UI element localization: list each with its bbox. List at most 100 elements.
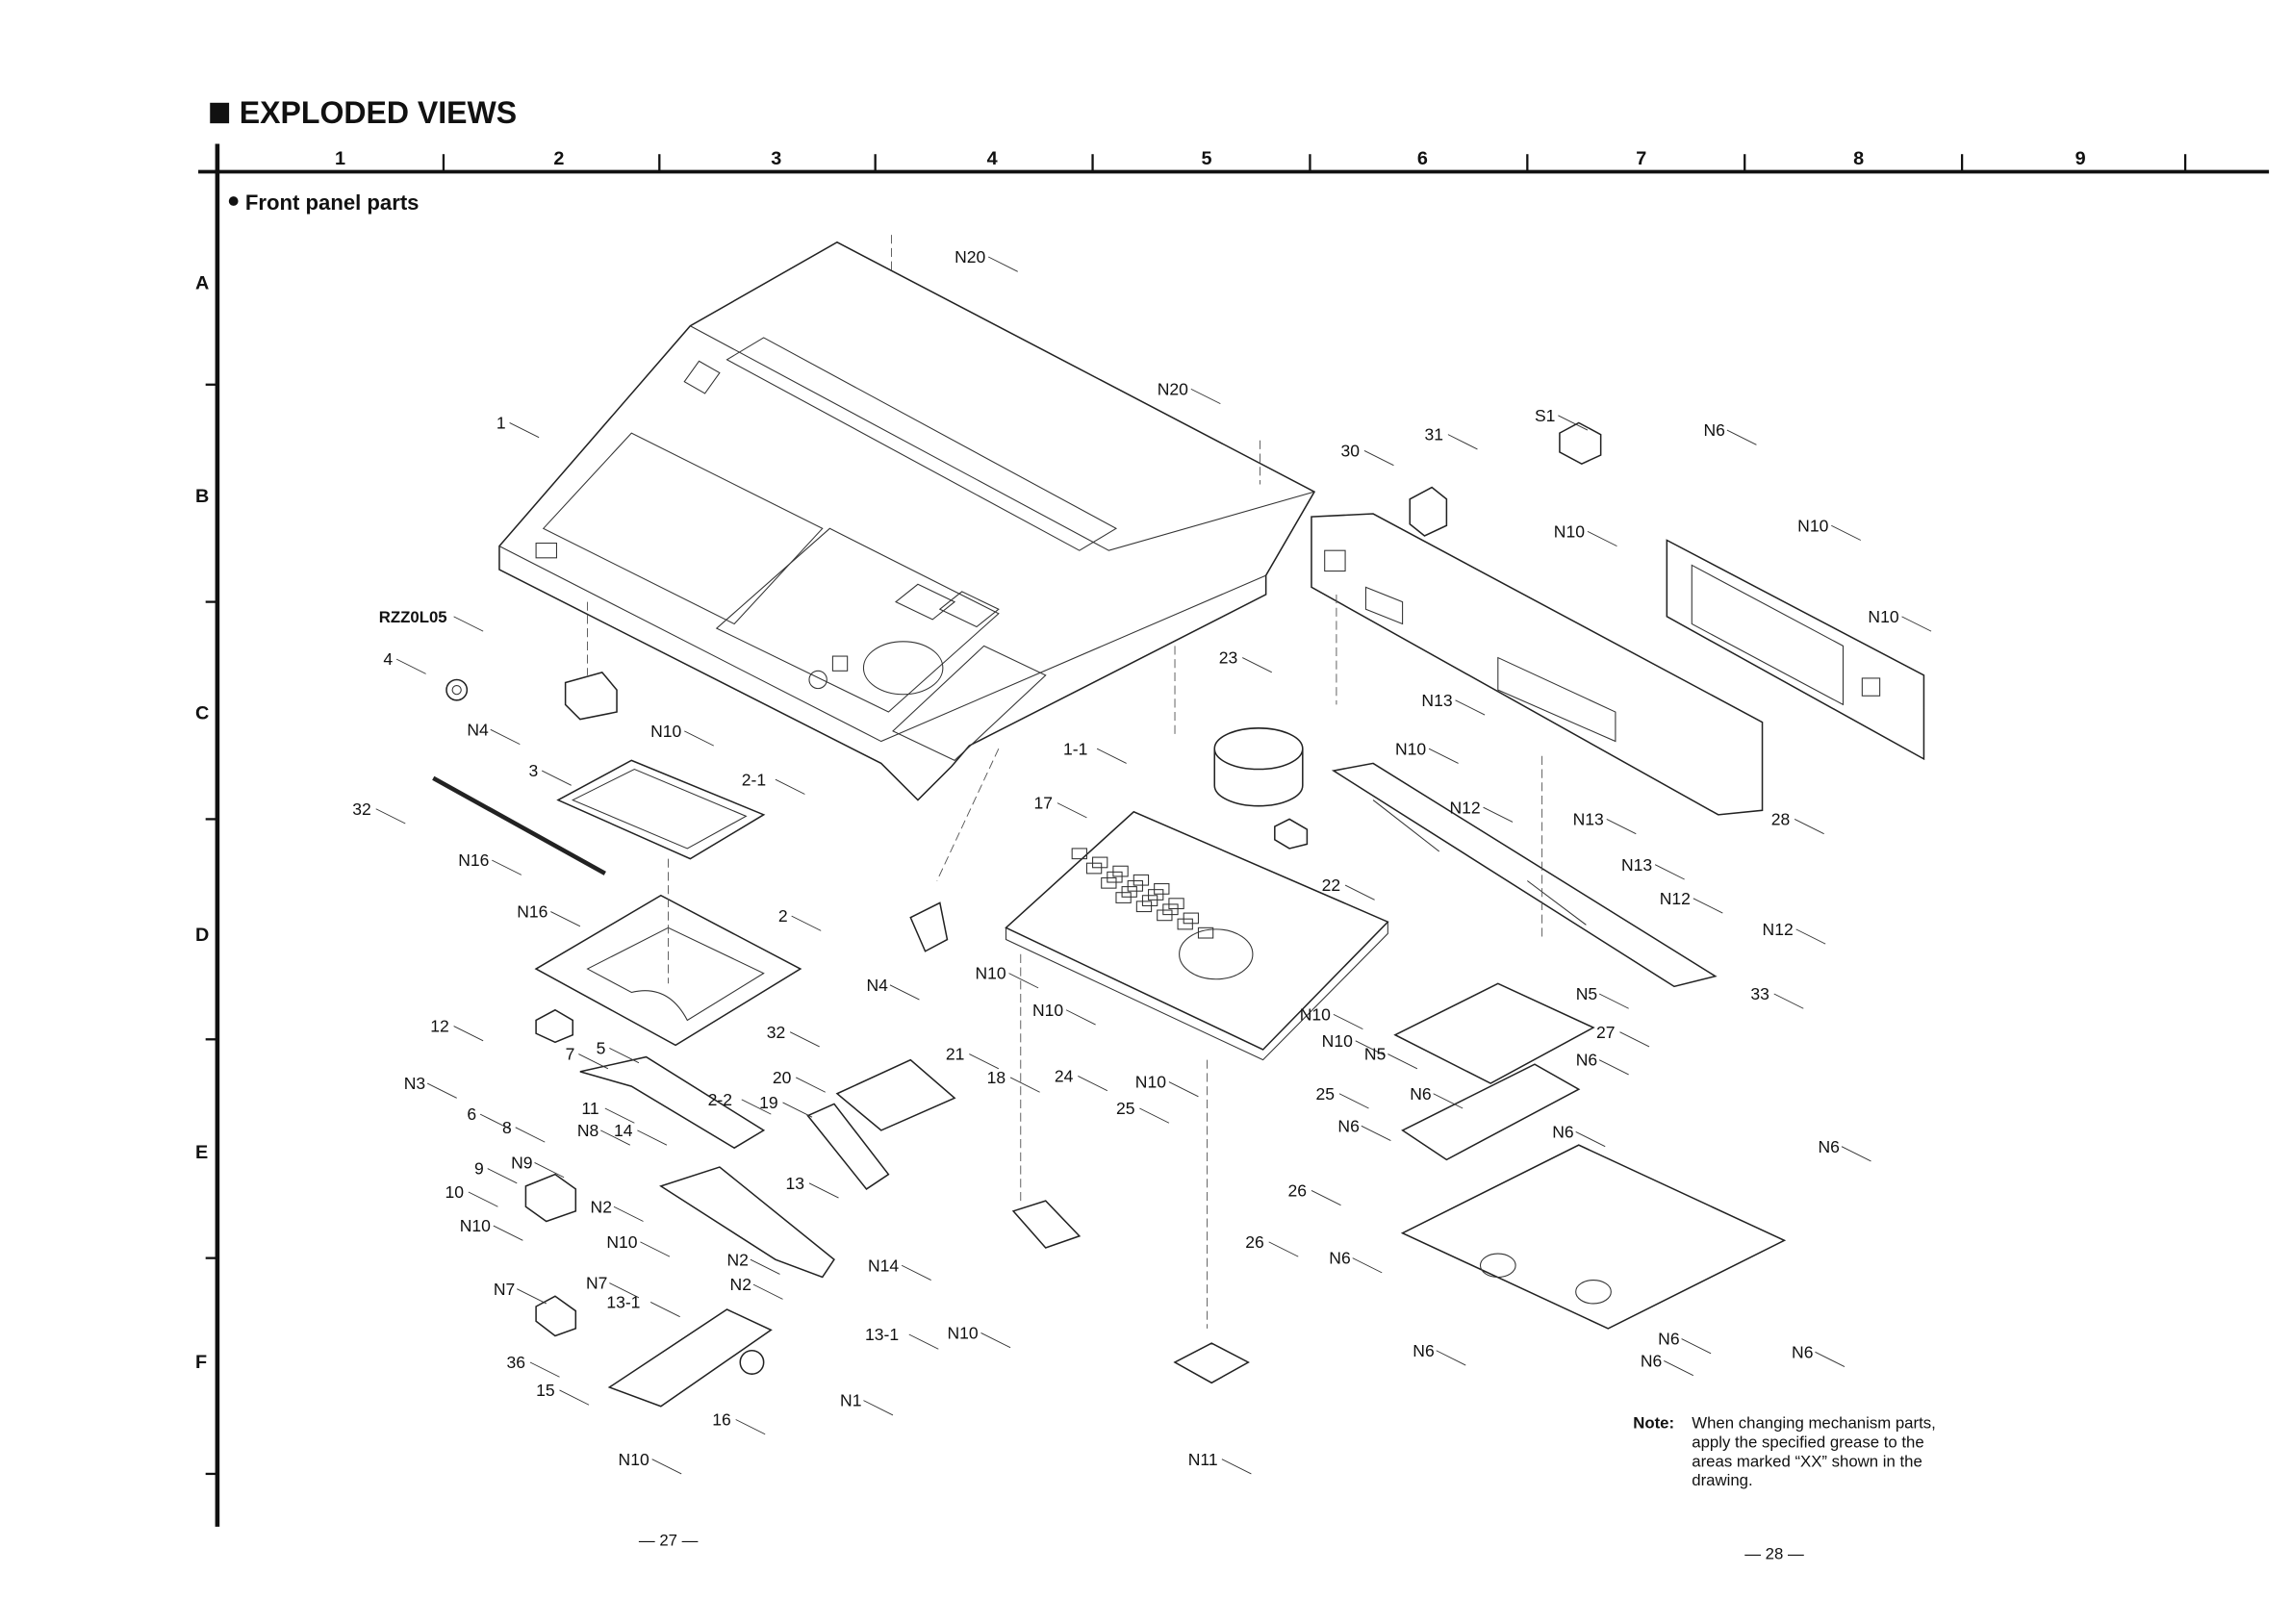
- callout-leader: [1242, 657, 1272, 673]
- callout-leader: [782, 1102, 813, 1118]
- key: [1127, 879, 1143, 892]
- key: [1162, 903, 1179, 916]
- callout-leader: [426, 1082, 457, 1099]
- callout-label: N10: [1135, 1073, 1166, 1092]
- callout-label: 14: [614, 1121, 633, 1140]
- callout-leader: [487, 1168, 518, 1184]
- callout-label: N3: [404, 1074, 425, 1093]
- callout-label: 26: [1245, 1232, 1264, 1252]
- key: [1107, 871, 1123, 883]
- callout-leader: [1355, 1040, 1386, 1056]
- callout-label: N12: [1660, 889, 1691, 908]
- callout-leader: [1831, 524, 1862, 541]
- callout-leader: [1447, 434, 1478, 450]
- top-cover-part-1: [498, 241, 1316, 801]
- callout-label: N10: [606, 1232, 637, 1252]
- key: [1141, 895, 1158, 906]
- callout-label: 32: [767, 1023, 786, 1042]
- callout-leader: [1654, 864, 1685, 880]
- callout-leader: [752, 1283, 783, 1300]
- note-text: When changing mechanism parts,apply the …: [1692, 1414, 1936, 1490]
- callout-leader: [604, 1107, 635, 1124]
- key: [1135, 901, 1153, 913]
- callout-leader: [1558, 415, 1589, 431]
- callout-label: 30: [1340, 442, 1360, 461]
- callout-label: 13-1: [865, 1325, 899, 1344]
- motor-plate-n11: [1173, 1342, 1250, 1384]
- callout-label: 2: [778, 906, 788, 926]
- callout-label: N8: [577, 1121, 598, 1140]
- callout-label: N10: [1797, 516, 1828, 535]
- display-filter-part-33: [1331, 762, 1718, 988]
- callout-label: N10: [1300, 1004, 1331, 1024]
- callout-label: N2: [727, 1250, 749, 1269]
- key: [1197, 926, 1214, 939]
- page-number-left: — 27 —: [639, 1532, 699, 1550]
- column-label: 7: [1636, 148, 1646, 169]
- callout-leader: [908, 1333, 939, 1350]
- callout-label: N13: [1421, 691, 1452, 710]
- callout-leader: [901, 1264, 931, 1281]
- callout-label: 25: [1316, 1084, 1336, 1104]
- callout-leader: [1009, 1077, 1040, 1093]
- callout-label: N6: [1576, 1051, 1597, 1070]
- note-label: Note:: [1633, 1414, 1674, 1433]
- callout-label: N12: [1449, 798, 1480, 817]
- callout-leader: [1598, 993, 1629, 1009]
- callout-label: N6: [1641, 1352, 1662, 1371]
- callout-leader: [1168, 1081, 1199, 1098]
- callout-leader: [735, 1419, 766, 1435]
- mechanism-board: [1400, 1144, 1787, 1330]
- callout-leader: [609, 1282, 640, 1299]
- callout-leader: [1619, 1031, 1650, 1048]
- callout-label: 19: [759, 1093, 778, 1112]
- callout-leader: [541, 770, 572, 786]
- callout-leader: [750, 1258, 780, 1275]
- callout-label: N10: [460, 1216, 491, 1235]
- knob-part-23: [1213, 727, 1304, 807]
- key: [1115, 892, 1132, 903]
- title-square-icon: [210, 102, 230, 124]
- callout-leader: [1726, 429, 1757, 445]
- callout-label: 36: [507, 1353, 526, 1372]
- callout-leader: [808, 1182, 839, 1199]
- key: [1071, 848, 1087, 860]
- callout-label: 4: [383, 649, 393, 669]
- key: [1183, 912, 1199, 925]
- callout-label: 32: [352, 799, 371, 819]
- callout-leader: [1901, 616, 1932, 632]
- callout-leader: [1008, 973, 1039, 989]
- pcb-part-17: [1005, 810, 1389, 1061]
- key: [1154, 883, 1170, 895]
- bracket-part-15: [607, 1308, 773, 1408]
- callout-label: N1: [840, 1391, 861, 1410]
- callout-label: 21: [946, 1045, 965, 1064]
- callout-label: 12: [430, 1017, 449, 1036]
- callout-leader: [1587, 530, 1617, 547]
- column-label: 2: [553, 148, 564, 169]
- board-part-27: [1393, 982, 1595, 1084]
- callout-leader: [684, 730, 714, 747]
- callout-leader: [1221, 1459, 1252, 1475]
- callout-leader: [1455, 699, 1486, 716]
- callout-leader: [863, 1400, 894, 1416]
- bullet-icon: [228, 196, 239, 206]
- column-label: 8: [1853, 148, 1864, 169]
- keypad: [1071, 848, 1214, 939]
- callout-label: N10: [1868, 607, 1898, 626]
- callout-label: N6: [1792, 1342, 1813, 1361]
- callout-leader: [559, 1389, 590, 1406]
- callout-label: N10: [1395, 739, 1426, 758]
- callout-leader: [1333, 1013, 1363, 1030]
- callout-leader: [1056, 802, 1087, 819]
- callout-label: N6: [1658, 1330, 1679, 1349]
- callout-label: 18: [987, 1068, 1006, 1087]
- bracket-c: [564, 671, 618, 721]
- key: [1177, 918, 1193, 930]
- callout-leader: [775, 778, 805, 795]
- callout-label: 7: [566, 1045, 575, 1064]
- callout-leader: [453, 1026, 484, 1042]
- callout-leader: [1361, 1125, 1391, 1141]
- callout-label: 23: [1219, 648, 1238, 668]
- page-number-right: — 28 —: [1744, 1544, 1804, 1562]
